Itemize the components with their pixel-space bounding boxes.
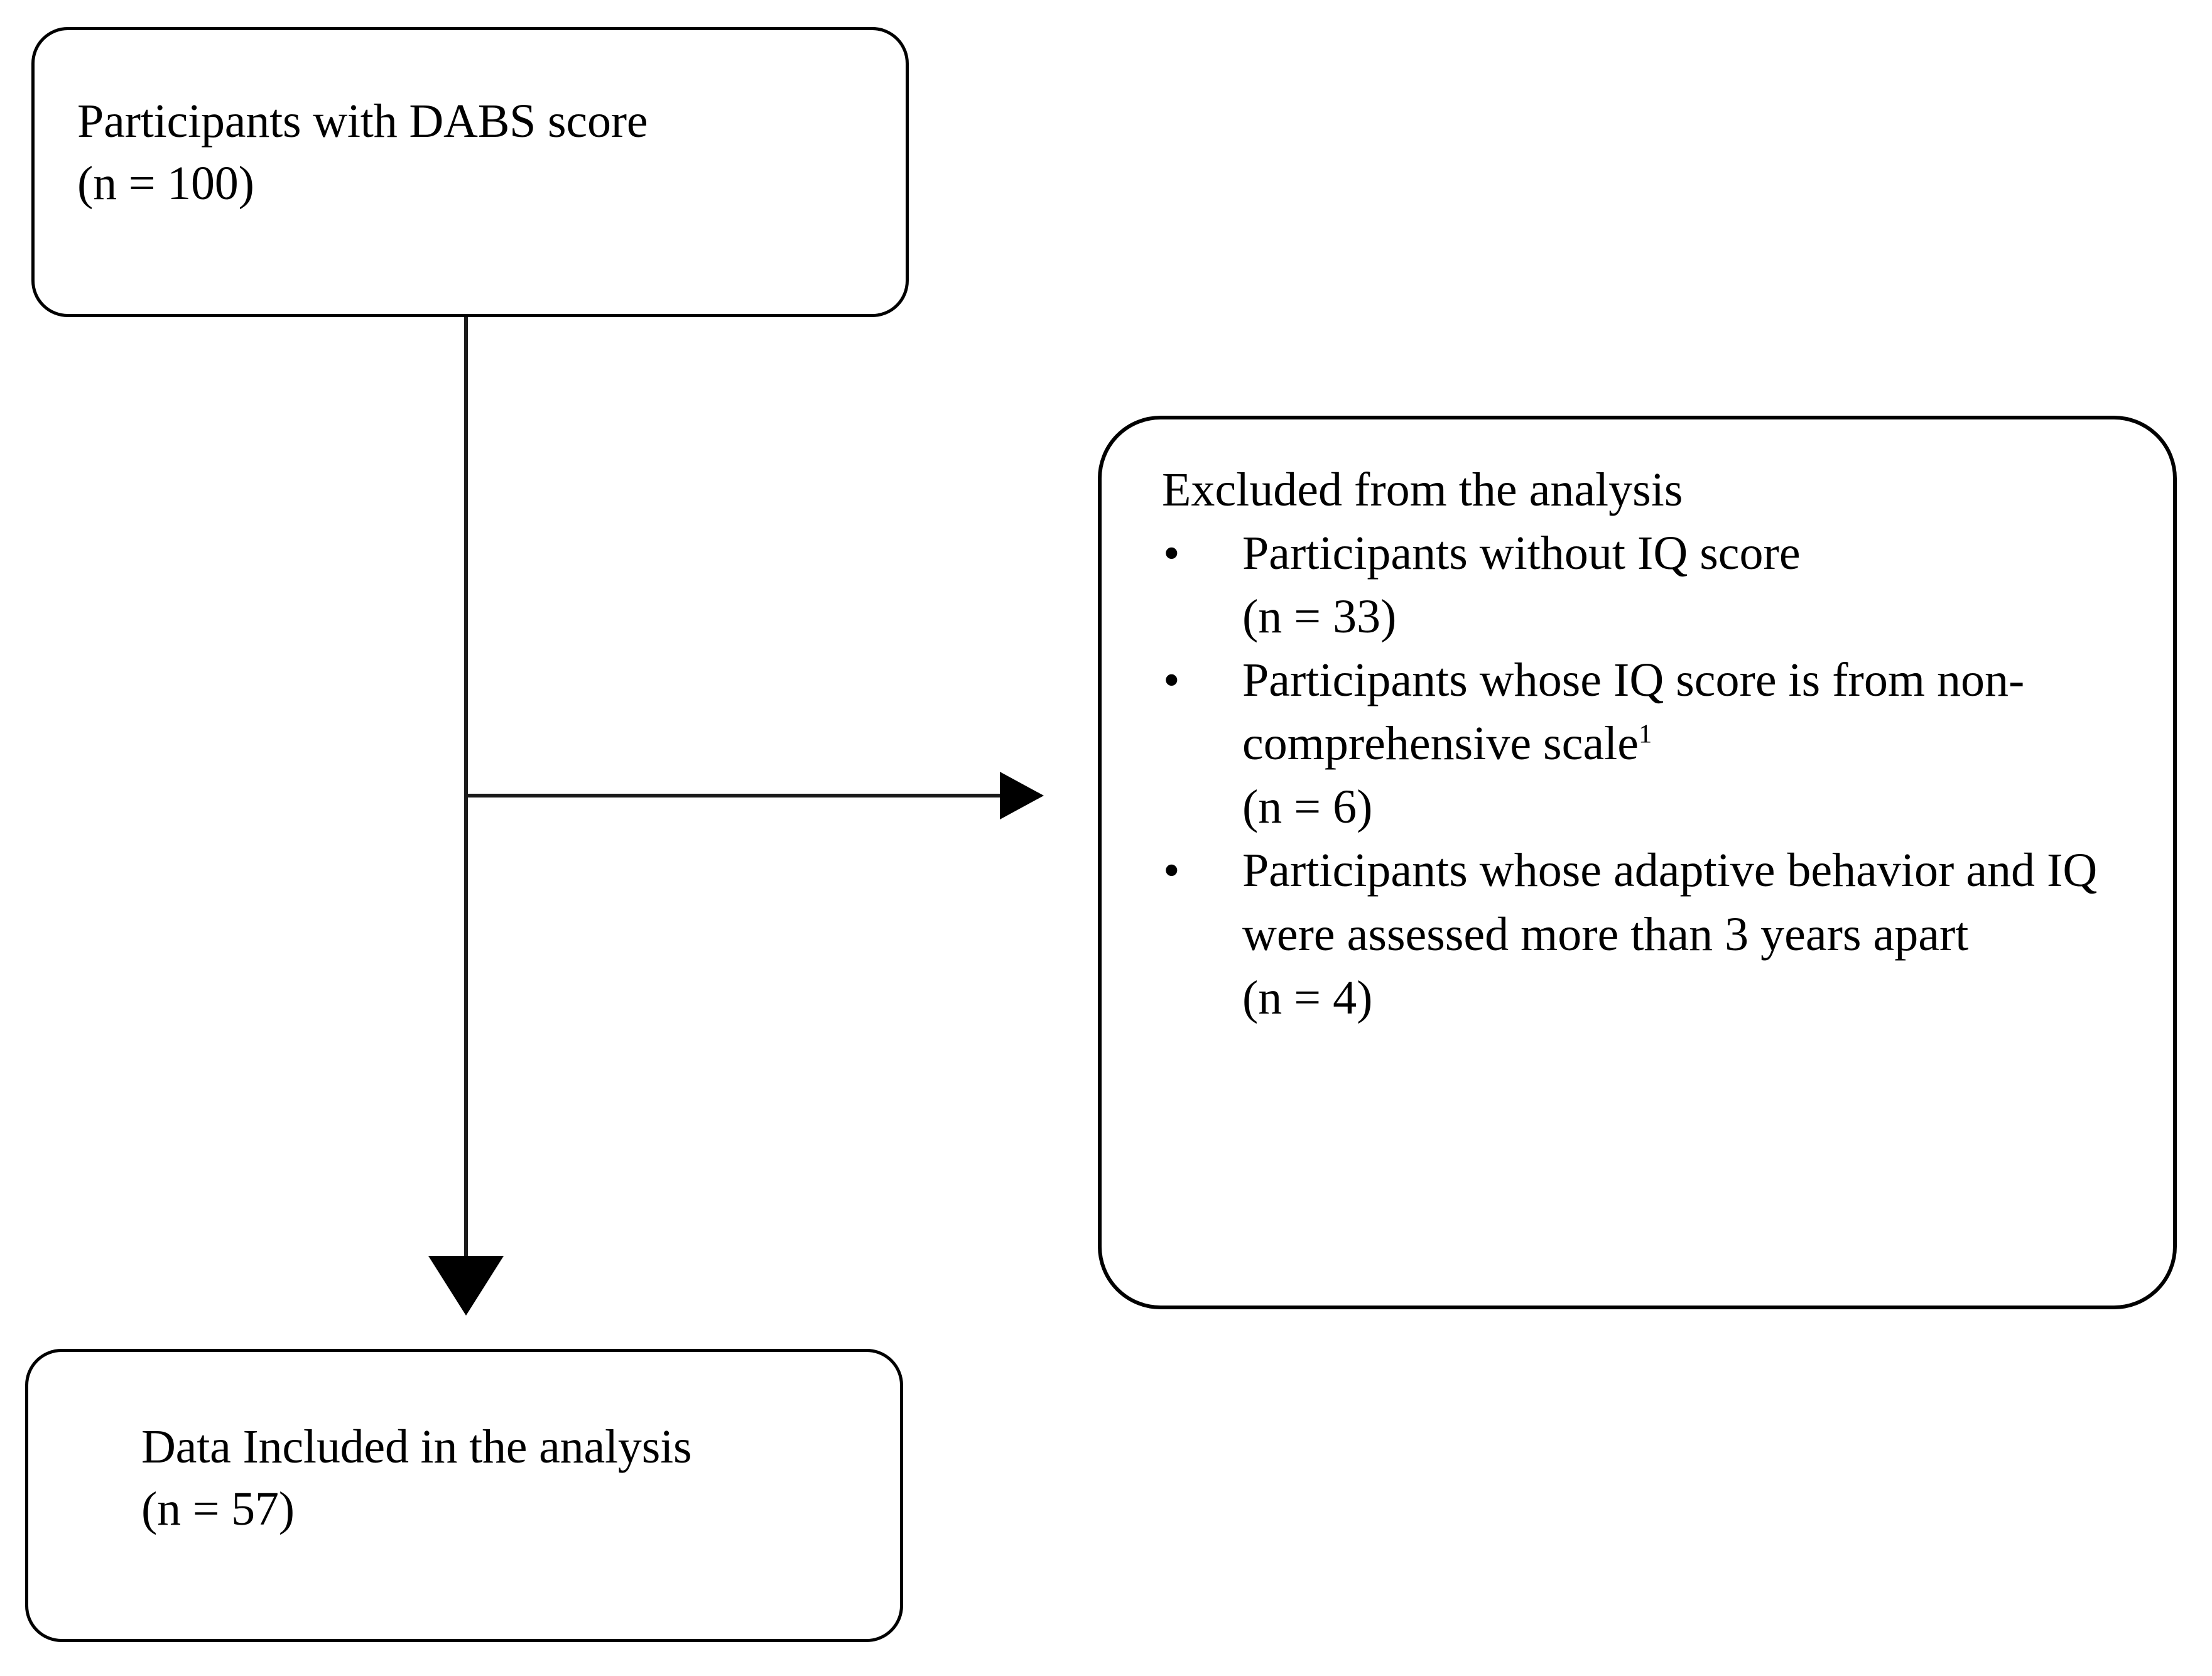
box-excluded-from-analysis: Excluded from the analysis • Participant… [1098, 416, 2177, 1309]
box-data-included-in-analysis: Data Included in the analysis (n = 57) [25, 1349, 903, 1642]
box-participants-with-dabs: Participants with DABS score (n = 100) [31, 27, 909, 317]
excluded-list-item: • Participants whose adaptive behavior a… [1162, 839, 2148, 966]
excluded-count-label: (n = 33) [1242, 590, 1397, 644]
excluded-reason-text: Participants whose IQ score is from non-… [1242, 649, 2148, 776]
excluded-list-item: • Participants without IQ score [1162, 522, 2148, 585]
excluded-list-item: • Participants whose IQ score is from no… [1162, 649, 2148, 776]
bullet-icon: • [1163, 654, 1180, 707]
excluded-count-label: (n = 4) [1242, 971, 1373, 1024]
arrowhead-down-icon [428, 1256, 504, 1316]
footnote-marker: 1 [1638, 719, 1652, 749]
excluded-heading: Excluded from the analysis [1162, 463, 1683, 516]
arrowhead-right-icon [1000, 772, 1044, 819]
bullet-icon: • [1163, 527, 1180, 580]
box-data-included-text: Data Included in the analysis (n = 57) [141, 1420, 692, 1535]
box-participants-with-dabs-text: Participants with DABS score (n = 100) [77, 95, 648, 210]
excluded-reason-body: Participants whose IQ score is from non-… [1242, 654, 2025, 770]
excluded-count-label: (n = 6) [1242, 781, 1373, 834]
connector-horizontal-line [466, 794, 1005, 797]
excluded-reason-text: Participants without IQ score [1242, 527, 1801, 580]
excluded-content: Excluded from the analysis • Participant… [1162, 458, 2148, 1030]
excluded-reason-text: Participants whose adaptive behavior and… [1242, 844, 2098, 961]
bullet-icon: • [1163, 844, 1180, 897]
excluded-reason-list: • Participants without IQ score (n = 33)… [1162, 522, 2148, 1030]
connector-vertical-line [464, 317, 468, 1284]
